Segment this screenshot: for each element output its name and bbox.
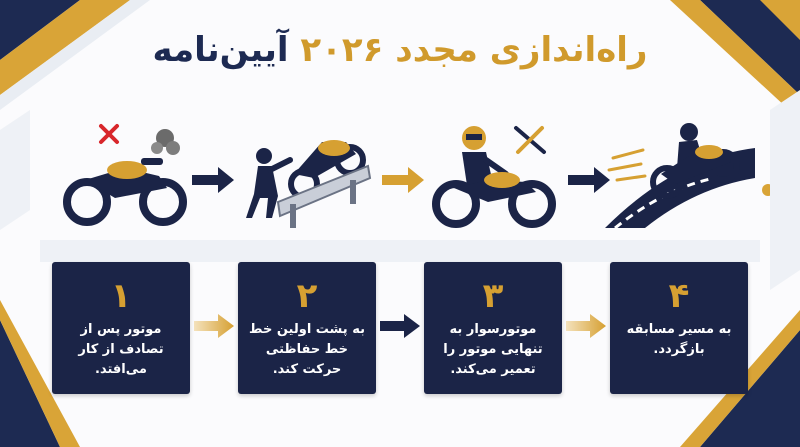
arrow-right-icon	[380, 314, 420, 338]
step-number: ۱	[110, 276, 132, 316]
title-main-part: آیین‌نامه	[152, 30, 289, 70]
arrow-right-icon	[192, 167, 234, 193]
step-text: موتور پس از تصادف از کار می‌افتد.	[78, 322, 164, 377]
step-card-2: ۲ به پشت اولین خط خط حفاظتی حرکت کند.	[238, 262, 376, 394]
step-text: به پشت اولین خط خط حفاظتی حرکت کند.	[249, 322, 365, 377]
arrow-right-icon	[194, 314, 234, 338]
arrow-right-icon	[382, 167, 424, 193]
step-text: به مسیر مسابقه بازگردد.	[626, 322, 732, 357]
arrow-right-icon	[568, 167, 610, 193]
step-number: ۲	[296, 276, 318, 316]
step-card-4: ۴ به مسیر مسابقه بازگردد.	[610, 262, 748, 394]
step-number: ۴	[668, 276, 690, 316]
rider-racing-icon	[605, 123, 755, 230]
pushing-motorcycle-icon	[246, 140, 372, 228]
step-number: ۳	[482, 276, 504, 316]
title-year-part: راه‌اندازی مجدد ۲۰۲۶	[300, 30, 648, 70]
page-title: راه‌اندازی مجدد ۲۰۲۶ آیین‌نامه	[0, 30, 800, 70]
step-card-1: ۱ موتور پس از تصادف از کار می‌افتد.	[52, 262, 190, 394]
arrow-right-icon	[566, 314, 606, 338]
step-text: موتورسوار به تنهایی موتور را تعمیر می‌کن…	[443, 322, 543, 377]
rider-repair-icon	[432, 126, 556, 228]
step-card-3: ۳ موتورسوار به تنهایی موتور را تعمیر می‌…	[424, 262, 562, 394]
card-band	[40, 240, 760, 262]
crashed-motorcycle-icon	[63, 124, 187, 226]
